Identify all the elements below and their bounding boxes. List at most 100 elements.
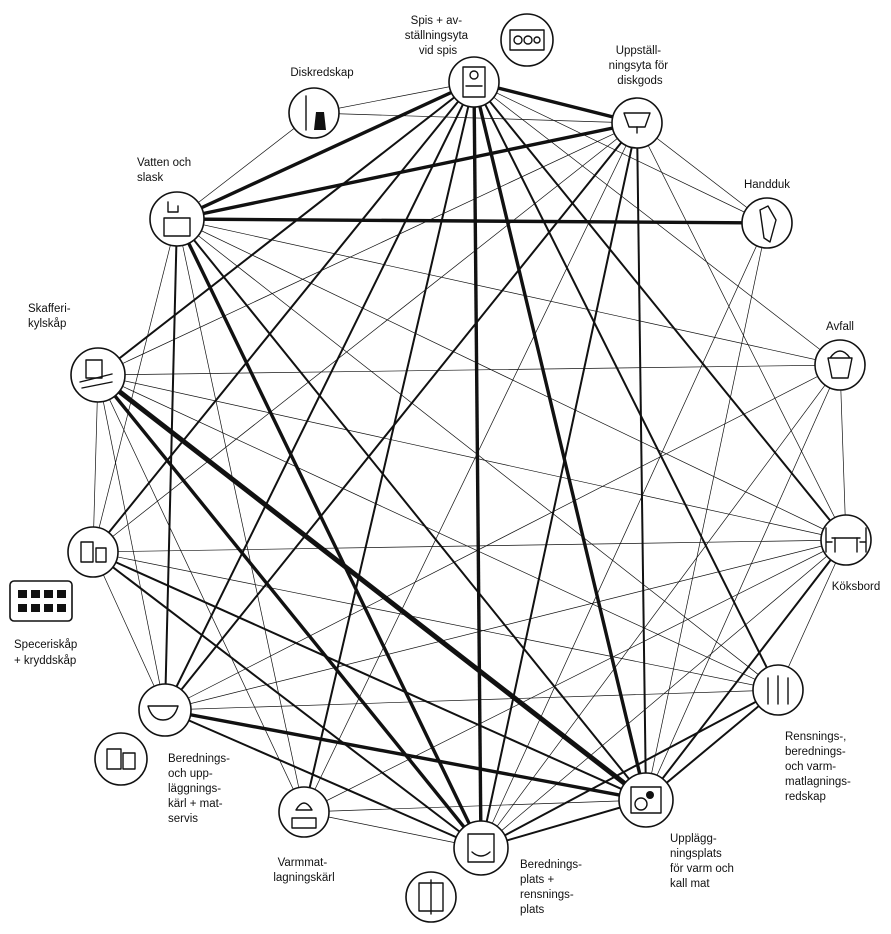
node-koks: [820, 514, 872, 566]
edge-spis-rens: [473, 81, 779, 691]
label-hand: Handduk: [744, 179, 790, 191]
edge-spis-avfall: [473, 81, 841, 366]
cooktop-icon: [509, 29, 545, 51]
label-uppl: Upplägg- ningsplats för varm och kall ma…: [670, 833, 737, 890]
edge-spis-uppl: [472, 81, 648, 801]
edge-rens-koks: [777, 539, 847, 691]
edge-vatten-spec: [92, 218, 178, 553]
edge-skaff-spec: [92, 374, 99, 553]
node-berkarl: [94, 683, 192, 786]
edge-spis-berkarl: [164, 81, 475, 711]
edge-skaff-uppl: [96, 373, 648, 802]
edge-bered-uppl: [480, 799, 647, 849]
node-upps: [611, 97, 663, 149]
edge-skaff-koks: [97, 374, 847, 541]
edge-vatten-disk: [176, 112, 315, 220]
labels: Spis + av- ställningsyta vid spis Uppstä…: [14, 15, 880, 916]
towel-icon: [759, 205, 777, 243]
node-vatten: [149, 191, 205, 247]
edge-spis-spec: [92, 81, 475, 553]
prep-area-icon: [467, 833, 495, 863]
edge-spis-skaff: [97, 81, 475, 376]
edge-upps-koks: [636, 122, 847, 541]
edge-vatten-bered: [175, 218, 483, 849]
edge-uppl-koks: [645, 539, 847, 801]
edge-disk-spis: [313, 81, 475, 114]
utensils-icon: [767, 675, 789, 705]
sink-icon: [163, 201, 191, 237]
table-chairs-icon: [825, 527, 867, 553]
node-bered: [405, 820, 509, 923]
dish-rack-icon: [623, 112, 651, 134]
edge-berkarl-bered: [164, 709, 482, 849]
edge-bered-koks: [480, 539, 847, 849]
edge-koks-avfall: [839, 364, 847, 541]
edge-berkarl-uppl: [164, 708, 647, 802]
label-avfall: Avfall: [826, 321, 854, 333]
pot-kettle-icon: [291, 802, 317, 829]
edge-spec-koks: [92, 539, 847, 553]
cups-stack-icon: [106, 748, 136, 770]
edge-upps-berkarl: [164, 122, 638, 711]
edge-berkarl-rens: [164, 689, 779, 711]
edge-uppl-avfall: [645, 364, 841, 801]
label-spis: Spis + av- ställningsyta vid spis: [405, 15, 472, 57]
edge-upps-vatten: [176, 122, 638, 220]
edge-spis-hand: [473, 81, 768, 224]
edge-vatten-hand: [176, 217, 768, 225]
edge-spec-bered: [92, 551, 482, 849]
brushes-icon: [305, 95, 326, 131]
node-avfall: [814, 339, 866, 391]
jars-icon: [80, 541, 107, 563]
edge-bered-avfall: [480, 364, 841, 849]
edge-vatten-uppl: [176, 218, 647, 801]
label-skaff: Skafferi- kylskåp: [28, 303, 74, 330]
bowls-icon: [147, 705, 179, 721]
edge-vatten-spis: [176, 80, 475, 221]
edge-uppl-rens: [645, 689, 779, 801]
edge-skaff-berkarl: [97, 374, 166, 711]
edge-bered-rens: [480, 689, 779, 849]
label-disk: Diskredskap: [290, 67, 353, 79]
pantry-icon: [79, 359, 113, 389]
edge-vatten-koks: [176, 218, 847, 541]
edge-skaff-bered: [96, 373, 483, 850]
label-bered: Berednings- plats + rensnings- plats: [520, 859, 585, 916]
spice-rack-icon: [18, 590, 66, 612]
label-berkarl: Berednings- och upp- läggnings- kärl + m…: [168, 753, 233, 825]
edge-spis-upps: [473, 80, 638, 125]
node-rens: [752, 664, 804, 716]
edge-spis-varm: [303, 81, 475, 813]
node-spec: [9, 526, 119, 622]
edge-berkarl-avfall: [164, 364, 841, 711]
edge-varm-bered: [303, 811, 482, 849]
serving-icon: [630, 786, 662, 814]
edge-upps-hand: [636, 122, 768, 224]
edge-bered-hand: [480, 222, 768, 849]
edge-uppl-hand: [645, 222, 768, 801]
edge-skaff-varm: [97, 374, 305, 813]
node-uppl: [618, 772, 674, 828]
cutting-board-icon: [418, 879, 444, 915]
label-rens: Rensnings-, berednings- och varm- matlag…: [785, 731, 854, 803]
edge-skaff-avfall: [97, 364, 841, 376]
label-upps: Uppställ- ningsyta för diskgods: [609, 45, 672, 87]
edge-spis-bered: [472, 81, 483, 849]
edge-varm-koks: [303, 539, 847, 813]
label-varm: Varmmat- lagningskärl: [273, 857, 334, 884]
node-skaff: [70, 347, 126, 403]
edge-spec-uppl: [92, 551, 647, 801]
stove-icon: [462, 66, 486, 98]
edge-vatten-avfall: [176, 218, 841, 366]
node-disk: [288, 87, 340, 139]
edge-spec-berkarl: [92, 551, 166, 711]
edge-vatten-varm: [176, 218, 305, 813]
node-hand: [741, 197, 793, 249]
edge-upps-skaff: [97, 122, 638, 376]
label-vatten: Vatten och slask: [137, 157, 194, 184]
node-varm: [278, 786, 330, 838]
edge-spec-rens: [92, 551, 779, 691]
connection-lines: [92, 80, 847, 850]
label-koks: Köksbord: [832, 581, 881, 593]
